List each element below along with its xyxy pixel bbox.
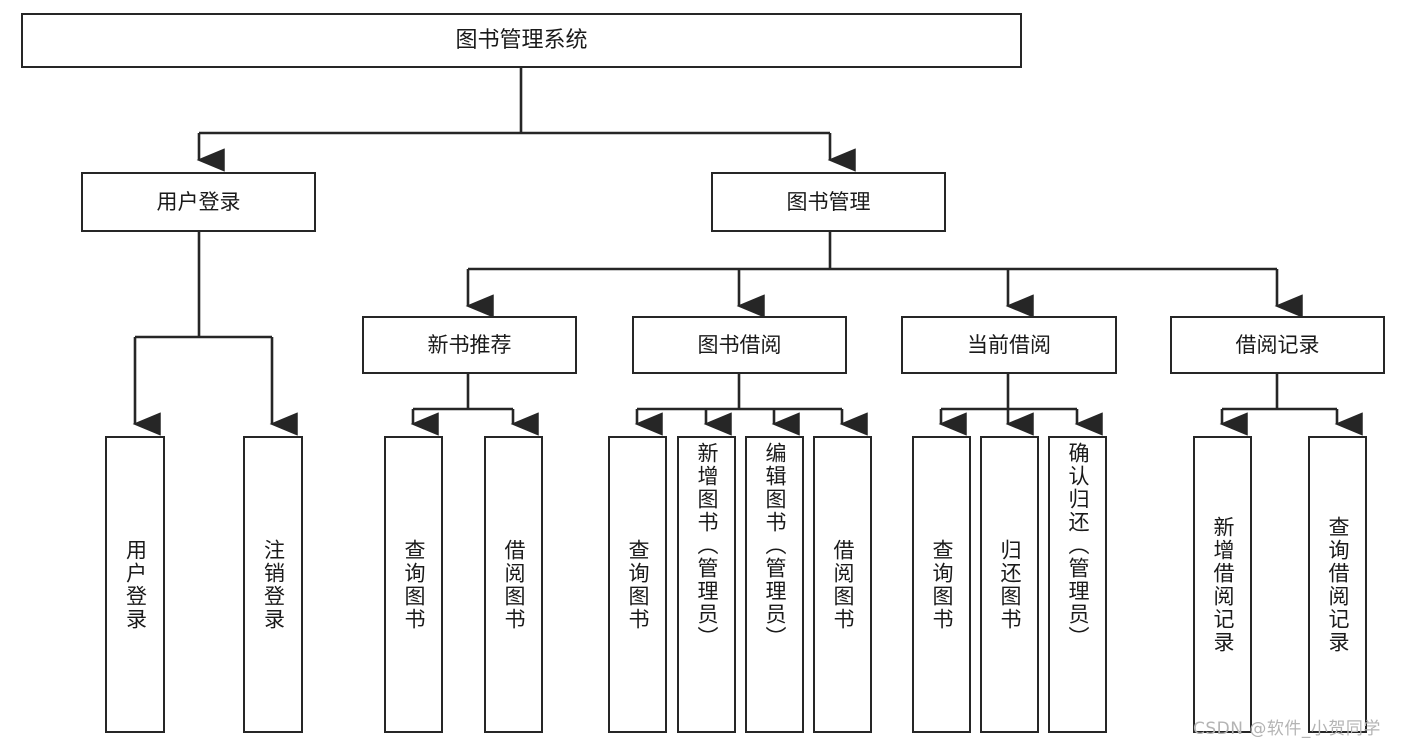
- node-label: 借阅图书: [502, 538, 526, 631]
- node-label: 查询借阅记录: [1326, 515, 1350, 654]
- node-label: 借阅图书: [831, 538, 855, 631]
- node-label: 查询图书: [930, 538, 954, 631]
- leaf-edit-book[interactable]: 编辑图书（管理员）: [745, 436, 804, 733]
- leaf-query-record[interactable]: 查询借阅记录: [1308, 436, 1367, 733]
- node-book-manage[interactable]: 图书管理: [711, 172, 946, 232]
- leaf-user-login[interactable]: 用户登录: [105, 436, 165, 733]
- node-label: 归还图书: [998, 538, 1022, 631]
- node-label: 用户登录: [156, 189, 241, 214]
- leaf-confirm-return[interactable]: 确认归还（管理员）: [1048, 436, 1107, 733]
- node-label: 注销登录: [261, 538, 286, 631]
- node-label: 新增借阅记录: [1211, 515, 1235, 654]
- node-root-system[interactable]: 图书管理系统: [21, 13, 1022, 68]
- leaf-borrow-book-1[interactable]: 借阅图书: [484, 436, 543, 733]
- node-label: 查询图书: [626, 538, 650, 631]
- node-label: 图书管理: [786, 189, 871, 214]
- watermark: CSDN @软件_小贺同学: [1193, 719, 1381, 739]
- leaf-logout[interactable]: 注销登录: [243, 436, 303, 733]
- node-label: 图书借阅: [697, 332, 782, 357]
- leaf-query-book-1[interactable]: 查询图书: [384, 436, 443, 733]
- node-label: 新增图书（管理员）: [695, 442, 719, 649]
- node-user-login[interactable]: 用户登录: [81, 172, 316, 232]
- node-label: 编辑图书（管理员）: [763, 442, 787, 649]
- leaf-query-book-3[interactable]: 查询图书: [912, 436, 971, 733]
- leaf-add-record[interactable]: 新增借阅记录: [1193, 436, 1252, 733]
- node-borrow-record[interactable]: 借阅记录: [1170, 316, 1385, 374]
- node-book-borrow[interactable]: 图书借阅: [632, 316, 847, 374]
- node-current-borrow[interactable]: 当前借阅: [901, 316, 1117, 374]
- leaf-add-book[interactable]: 新增图书（管理员）: [677, 436, 736, 733]
- node-label: 新书推荐: [427, 332, 512, 357]
- leaf-return-book[interactable]: 归还图书: [980, 436, 1039, 733]
- leaf-borrow-book-2[interactable]: 借阅图书: [813, 436, 872, 733]
- node-label: 查询图书: [402, 538, 426, 631]
- node-label: 借阅记录: [1235, 332, 1320, 357]
- node-new-book-recommend[interactable]: 新书推荐: [362, 316, 577, 374]
- node-label: 用户登录: [123, 538, 148, 631]
- node-label: 当前借阅: [967, 332, 1051, 357]
- node-label: 图书管理系统: [455, 27, 588, 53]
- leaf-query-book-2[interactable]: 查询图书: [608, 436, 667, 733]
- node-label: 确认归还（管理员）: [1066, 442, 1090, 649]
